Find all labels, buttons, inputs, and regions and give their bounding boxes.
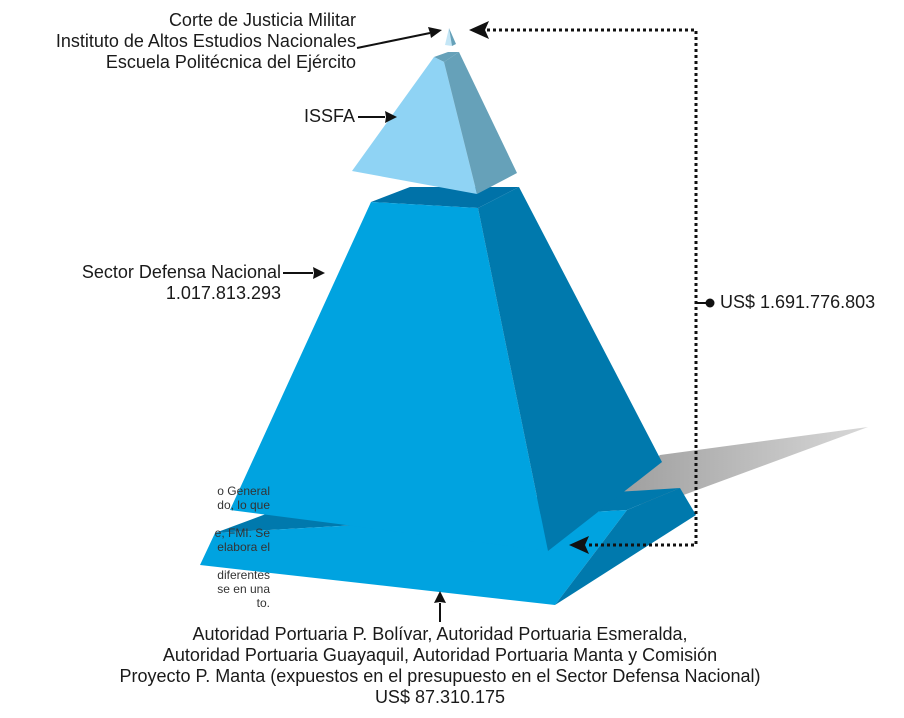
upper-frustum-front [352,57,477,194]
total-dot [705,298,715,308]
defensa-label: Sector Defensa Nacional 1.017.813.293 [82,262,281,304]
top-entities-label: Corte de Justicia Militar Instituto de A… [56,10,356,73]
apex-front [445,28,452,46]
base-entity-line: Autoridad Portuaria P. Bolívar, Autorida… [192,624,688,644]
middle-frustum-side [478,187,662,551]
total-bracket-line [487,28,698,547]
top-entity-line: Instituto de Altos Estudios Nacionales [55,31,356,51]
middle-frustum-front [230,202,548,551]
top-entity-line: Corte de Justicia Militar [168,10,356,30]
side-text-line: diferentes [217,568,270,582]
side-text-gap [215,554,270,568]
upper-frustum-side [444,52,517,194]
base-entity-line: Autoridad Portuaria Guayaquil, Autoridad… [162,645,718,665]
defensa-name: Sector Defensa Nacional [81,262,281,282]
base-entities-label: Autoridad Portuaria P. Bolívar, Autorida… [80,624,800,708]
apex [445,28,456,46]
bracket-arrowhead-top [469,21,489,39]
base-entity-line: Proyecto P. Manta (expuestos en el presu… [119,666,761,686]
total-label: US$ 1.691.776.803 [720,292,876,312]
side-text-line: to. [256,596,270,610]
arrow-defensa [283,267,325,279]
side-text-line: o General [217,484,270,498]
arrow-issfa [358,111,397,123]
upper-frustum [352,52,517,194]
issfa-label: ISSFA [303,106,355,126]
side-text-line: do, lo que [217,498,270,512]
side-text-line: elabora el [217,540,270,554]
arrow-top [356,27,442,49]
side-text-line: e, FMI. Se [214,526,270,540]
base-entity-line: US$ 87.310.175 [374,687,506,707]
middle-frustum-top [371,187,519,208]
middle-frustum [230,187,662,551]
bracket-arrowhead-bottom [569,536,589,554]
side-text-gap [215,512,270,526]
side-text-line: se en una [217,582,270,596]
apex-side [449,28,456,46]
side-text-block: o General do, lo que e, FMI. Se elabora … [215,484,270,610]
upper-frustum-top [434,52,459,62]
defensa-value: 1.017.813.293 [165,283,281,303]
top-entity-line: Escuela Politécnica del Ejército [105,52,356,72]
arrow-base [434,591,446,622]
